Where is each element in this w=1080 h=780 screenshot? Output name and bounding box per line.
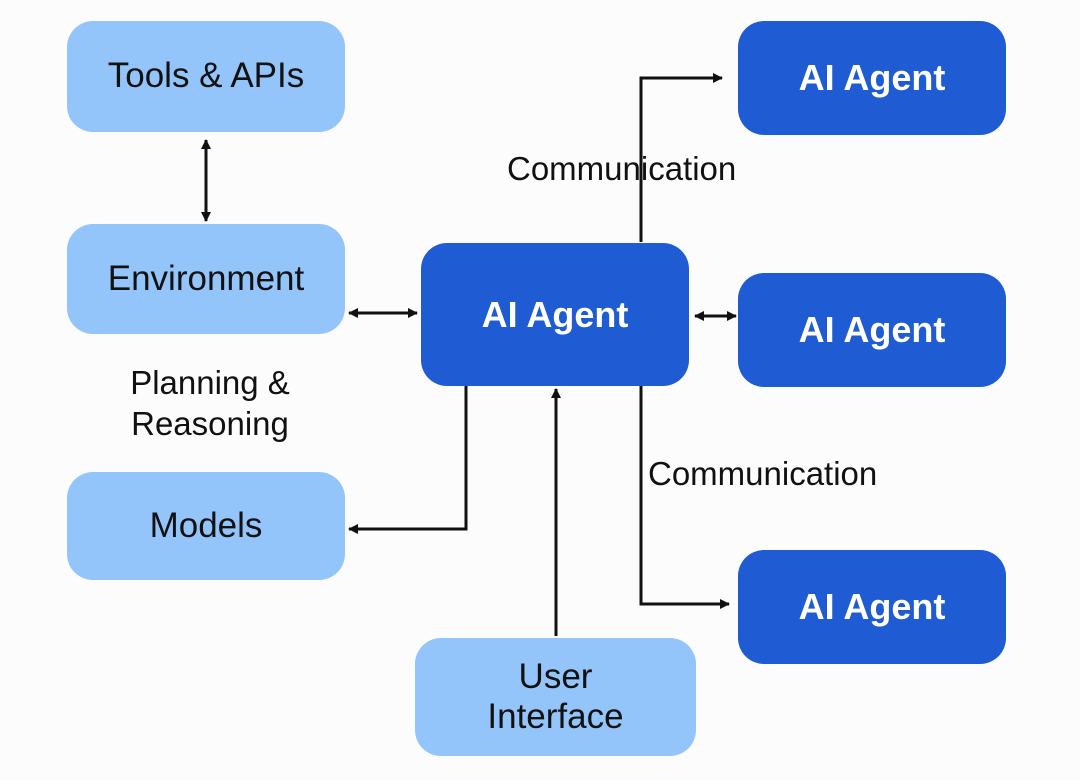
central-ai-agent-node: AI Agent — [421, 243, 689, 386]
user-interface-label-line1: User — [518, 656, 593, 696]
ai-agent-middle-node: AI Agent — [738, 273, 1006, 387]
ai-agent-bottom-node: AI Agent — [738, 550, 1006, 664]
user-interface-node: User Interface — [415, 638, 696, 756]
agent-models-arrow — [348, 386, 468, 534]
models-node: Models — [67, 472, 345, 580]
planning-label-line1: Planning & — [130, 364, 290, 401]
agent-top-communication-arrow — [639, 73, 723, 242]
communication-label-top: Communication — [507, 150, 737, 187]
user-interface-label-line2: Interface — [487, 697, 624, 736]
communication-label-bottom: Communication — [648, 455, 878, 492]
agent-bottom-communication-arrow — [639, 386, 730, 609]
ai-agent-top-node: AI Agent — [738, 21, 1006, 135]
planning-reasoning-label: Planning & Reasoning — [110, 362, 310, 445]
environment-node: Environment — [67, 224, 345, 334]
planning-label-line2: Reasoning — [131, 405, 289, 443]
tools-apis-node: Tools & APIs — [67, 21, 345, 132]
